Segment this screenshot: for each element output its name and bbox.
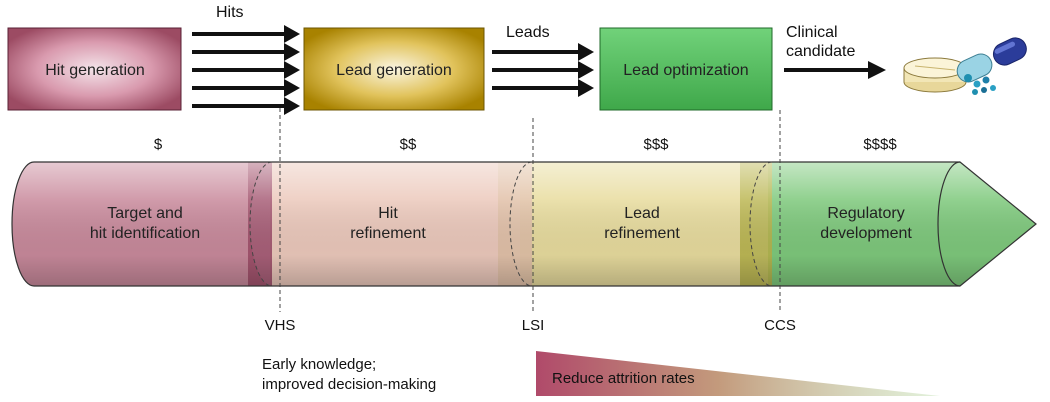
clinical-candidate-arrow: [784, 61, 886, 79]
cost-hit-refinement: $$: [400, 136, 417, 153]
stage-lead-generation: Lead generation: [303, 27, 485, 111]
leads-arrowheads: [578, 43, 594, 97]
stage-lead-optimization-label: Lead optimization: [623, 62, 748, 79]
phase-target-label-line2: hit identification: [90, 225, 200, 242]
stage-lead-generation-label: Lead generation: [336, 62, 452, 79]
milestone-vhs: VHS: [265, 317, 296, 334]
hits-label: Hits: [216, 4, 244, 21]
stage-lead-optimization: Lead optimization: [599, 27, 773, 111]
leads-label: Leads: [506, 24, 550, 41]
phase-hit-label-line1: Hit: [378, 205, 398, 222]
stage-hit-generation: Hit generation: [7, 27, 182, 111]
phase-lead-label-line1: Lead: [624, 205, 660, 222]
milestone-lines: [279, 108, 781, 312]
milestone-lsi: LSI: [522, 317, 545, 334]
cost-lead-refinement: $$$: [643, 136, 669, 153]
attrition-label: Reduce attrition rates: [552, 370, 695, 387]
phase-regulatory-label-line2: development: [820, 225, 912, 242]
hits-arrows: [192, 32, 288, 108]
clinical-candidate-label-line2: candidate: [786, 43, 855, 60]
early-knowledge-line1: Early knowledge;: [262, 356, 376, 373]
stage-hit-generation-label: Hit generation: [45, 62, 145, 79]
phase-lead-label-line2: refinement: [604, 225, 680, 242]
phase-regulatory-label-line1: Regulatory: [827, 205, 904, 222]
cost-regulatory: $$$$: [863, 136, 897, 153]
pill-capsule-icon: [903, 37, 1027, 95]
pipeline-cylinder: [11, 161, 1037, 287]
milestone-ccs: CCS: [764, 317, 796, 334]
hits-arrowheads: [284, 25, 300, 115]
attrition-wedge: [536, 351, 940, 396]
clinical-candidate-label-line1: Clinical: [786, 24, 838, 41]
early-knowledge-line2: improved decision-making: [262, 376, 436, 393]
leads-arrows: [492, 50, 582, 90]
phase-target-label-line1: Target and: [107, 205, 183, 222]
phase-hit-label-line2: refinement: [350, 225, 426, 242]
cost-target-hit: $: [154, 136, 163, 153]
